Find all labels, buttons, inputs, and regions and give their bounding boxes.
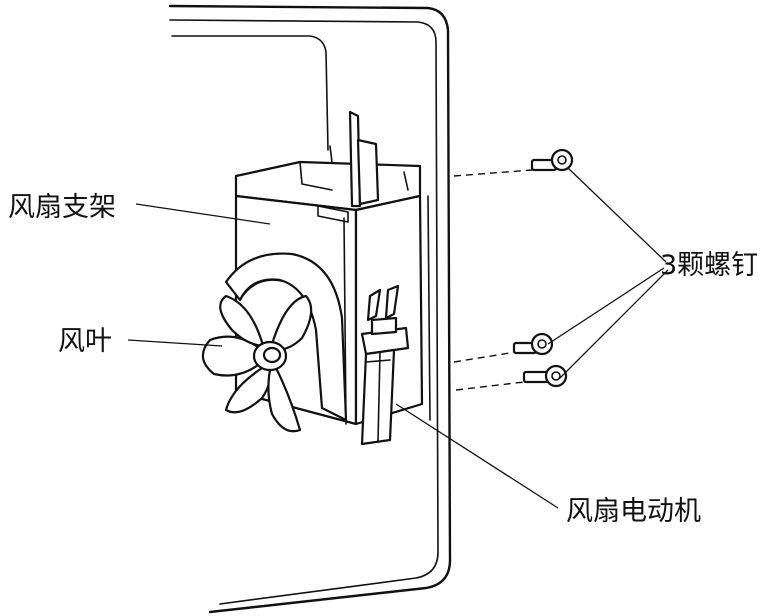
screw-alignment-lines bbox=[453, 169, 533, 391]
screw-bottom bbox=[522, 364, 568, 388]
leader-lines bbox=[127, 167, 669, 509]
screw-middle bbox=[512, 332, 554, 356]
fan-blade-assembly bbox=[201, 294, 313, 433]
cabinet-panel bbox=[168, 4, 452, 614]
screws-label: 3颗螺钉 bbox=[660, 250, 758, 281]
fan-blade-label: 风叶 bbox=[58, 326, 112, 357]
fan-motor-label: 风扇电动机 bbox=[566, 496, 701, 527]
mounting-tab bbox=[348, 110, 380, 208]
fan-shroud bbox=[224, 252, 348, 422]
fan-bracket-label: 风扇支架 bbox=[8, 192, 116, 223]
screw-top bbox=[530, 148, 574, 172]
fan-motor bbox=[360, 284, 410, 446]
